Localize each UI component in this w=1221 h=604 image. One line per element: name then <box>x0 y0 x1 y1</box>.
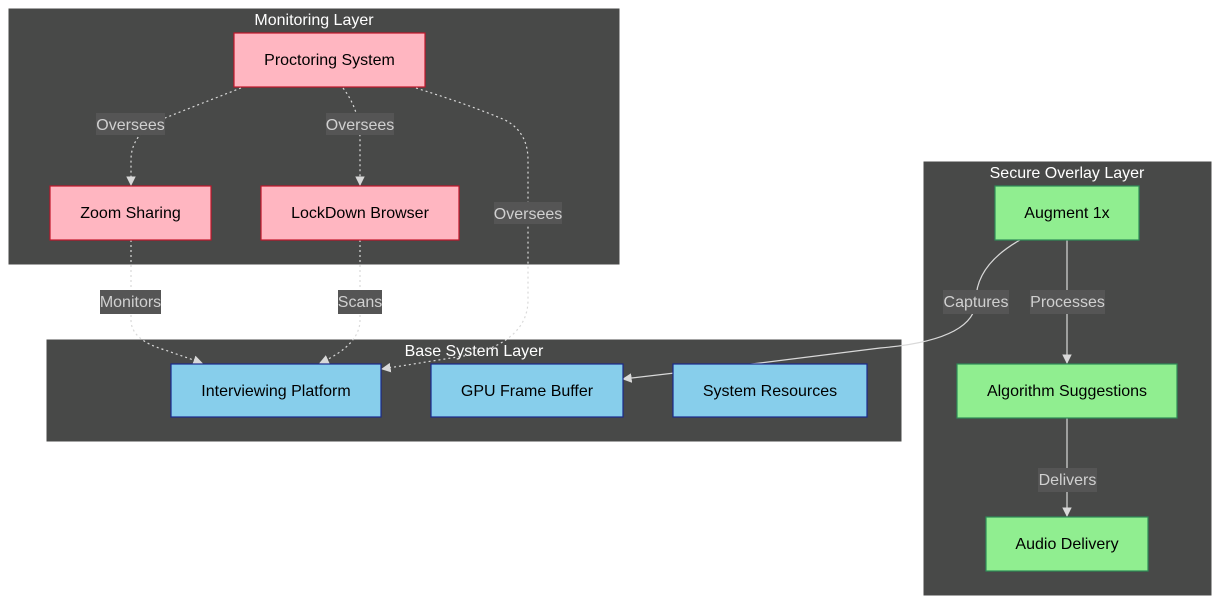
node-system-resources: System Resources <box>672 363 868 418</box>
svg-text:GPU Frame Buffer: GPU Frame Buffer <box>461 383 594 400</box>
node-zoom-sharing: Zoom Sharing <box>49 185 212 241</box>
node-augment-1x: Augment 1x <box>994 185 1140 241</box>
edge-label-scans: Scans <box>338 290 382 314</box>
svg-text:Oversees: Oversees <box>96 117 164 134</box>
cluster-title-base: Base System Layer <box>405 343 544 360</box>
cluster-title-monitoring: Monitoring Layer <box>254 12 374 29</box>
edge-label-oversees-lockdown: Oversees <box>326 113 394 135</box>
node-interviewing-platform: Interviewing Platform <box>170 363 382 418</box>
edge-label-processes: Processes <box>1030 290 1105 314</box>
svg-text:Processes: Processes <box>1030 294 1105 311</box>
cluster-title-overlay: Secure Overlay Layer <box>990 165 1145 182</box>
svg-text:Delivers: Delivers <box>1039 472 1097 489</box>
edge-label-oversees-zoom: Oversees <box>96 113 165 135</box>
svg-text:LockDown Browser: LockDown Browser <box>291 205 430 222</box>
node-audio-delivery: Audio Delivery <box>985 516 1149 572</box>
edge-label-captures: Captures <box>943 290 1009 314</box>
node-gpu-frame-buffer: GPU Frame Buffer <box>430 363 624 418</box>
edge-zoom-to-interviewing <box>130 240 203 365</box>
svg-text:Audio Delivery: Audio Delivery <box>1015 536 1118 553</box>
svg-text:Algorithm Suggestions: Algorithm Suggestions <box>987 383 1147 400</box>
svg-text:Oversees: Oversees <box>494 206 562 223</box>
node-algorithm-suggestions: Algorithm Suggestions <box>956 363 1178 419</box>
svg-text:Scans: Scans <box>338 294 382 311</box>
svg-text:System Resources: System Resources <box>703 383 837 400</box>
edge-label-delivers: Delivers <box>1038 468 1097 492</box>
edge-label-oversees-interviewing: Oversees <box>494 202 562 224</box>
svg-text:Interviewing Platform: Interviewing Platform <box>201 383 350 400</box>
edge-label-monitors: Monitors <box>100 290 161 314</box>
edge-proctoring-to-zoom <box>126 87 242 186</box>
node-lockdown-browser: LockDown Browser <box>260 185 460 241</box>
node-proctoring-system: Proctoring System <box>233 32 426 88</box>
svg-text:Proctoring System: Proctoring System <box>264 52 395 69</box>
svg-text:Monitors: Monitors <box>100 294 161 311</box>
svg-text:Captures: Captures <box>944 294 1009 311</box>
svg-text:Oversees: Oversees <box>326 117 394 134</box>
edge-proctoring-to-interviewing <box>381 87 529 373</box>
edge-lockdown-to-interviewing <box>319 240 361 364</box>
svg-text:Zoom Sharing: Zoom Sharing <box>80 205 181 222</box>
svg-text:Augment 1x: Augment 1x <box>1024 205 1109 222</box>
